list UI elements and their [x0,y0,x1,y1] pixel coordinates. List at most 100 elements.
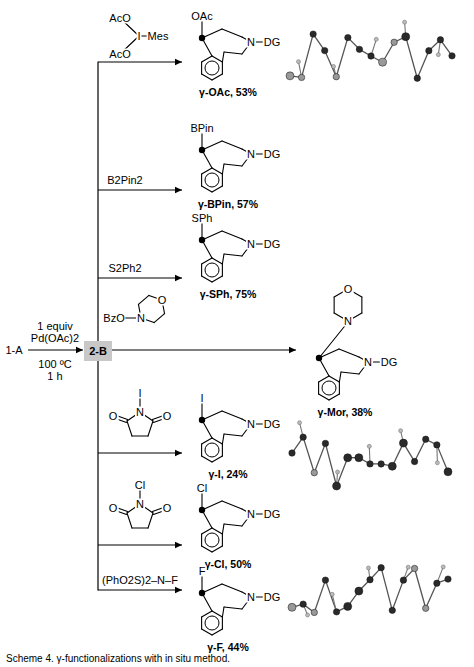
product-label: γ-BPin, 57% [197,199,259,210]
structure-text: B2Pin2 [106,175,143,186]
structure-text: BPin [189,123,214,134]
structure-text: DG [263,509,282,520]
crystal-atom [367,444,371,448]
structure-text: DG [263,239,282,250]
crystal-atom [289,450,295,456]
crystal-atom [322,47,328,53]
aromatic-ring [205,173,219,187]
structure-bond [319,322,348,358]
crystal-bond [415,439,426,461]
structure-text: N [246,419,256,430]
crystal-atom [437,37,443,43]
crystal-atom [306,613,310,617]
crystal-atom [444,468,452,476]
crystal-atom [355,454,363,462]
crystal-atom [378,461,384,467]
crystal-atom [445,576,451,582]
product-label: γ-SPh, 75% [199,289,258,300]
structure-bond [339,349,359,357]
crystal-atom [322,577,328,583]
structure-text: N [343,316,353,327]
structure-text: F [198,566,207,577]
structure-bond [201,444,202,456]
structure-text: DG [263,592,282,603]
crystal-bond [302,34,314,77]
crystal-atom [286,72,294,80]
structure-bond [224,164,242,166]
structure-bond [202,231,222,240]
crystal-atom [436,53,440,57]
structure-text: O [108,503,119,514]
crystal-atom [322,440,328,446]
reaction-arrow [98,544,182,545]
structure-text: Cl [134,480,146,491]
structure-bond [127,513,132,528]
crystal-atom [400,577,406,583]
product-label: γ-OAc, 53% [198,87,258,98]
structure-text: Pd(OAc)2 [30,333,80,344]
gamma-carbon-dot [199,147,205,153]
crystal-atom [403,20,407,24]
structure-text: I [136,31,141,42]
crystal-atom [311,470,317,476]
gamma-carbon-dot [199,237,205,243]
crystal-atom [367,461,373,467]
structure-text: BzO [102,313,125,324]
crystal-atom [345,34,351,40]
aromatic-ring [205,263,219,277]
structure-bond [224,52,242,54]
gamma-carbon-dot [199,590,205,596]
structure-bond [222,534,223,546]
crystal-atom [367,577,373,583]
crystal-atom [399,429,403,433]
gamma-carbon-dot [199,507,205,513]
crystal-bond [406,37,418,79]
crystal-atom [311,609,317,615]
crystal-atom [378,564,384,570]
structure-bond [201,264,202,276]
structure-text: N [136,313,146,324]
structure-bond [138,295,149,304]
crystal-atom [333,73,339,79]
structure-bond [222,231,242,239]
crystal-bond [426,583,437,608]
crystal-atom [402,33,410,41]
crystal-atom [435,461,439,465]
structure-text: SPh [191,213,214,224]
structure-text: I [137,388,142,399]
structure-bond [222,434,224,444]
product-label: γ-I, 24% [207,469,248,480]
crystal-bond [314,580,325,612]
crystal-atom [300,434,306,440]
crystal-atom [332,64,336,68]
crystal-atom [374,37,378,41]
structure-bond [339,382,340,394]
crystal-atom [411,458,417,464]
structure-bond [132,527,148,528]
crystal-atom [399,439,407,447]
structure-text: N [135,407,145,418]
branch-line [97,62,98,590]
structure-text: O [343,284,354,295]
structure-text: DG [380,357,399,368]
crystal-atom [434,580,440,586]
structure-bond [222,52,224,62]
scheme-caption: Scheme 4. γ-functionalizations with in s… [6,654,230,664]
product-label: γ-Cl, 50% [204,559,253,570]
crystal-atom [333,609,339,615]
structure-bond [202,411,222,420]
product-label: γ-F, 44% [206,642,249,653]
structure-bond [222,264,223,276]
structure-text: N [135,499,145,510]
structure-text: N [246,509,256,520]
crystal-atom [411,565,417,571]
structure-bond [341,372,359,374]
crystal-atom [344,454,352,462]
aromatic-ring [205,616,219,630]
crystal-atom [355,587,363,595]
structure-text: O [162,503,173,514]
structure-bond [224,254,242,256]
crystal-atom [423,605,429,611]
crystal-bond [325,443,336,486]
structure-bond [201,617,202,629]
